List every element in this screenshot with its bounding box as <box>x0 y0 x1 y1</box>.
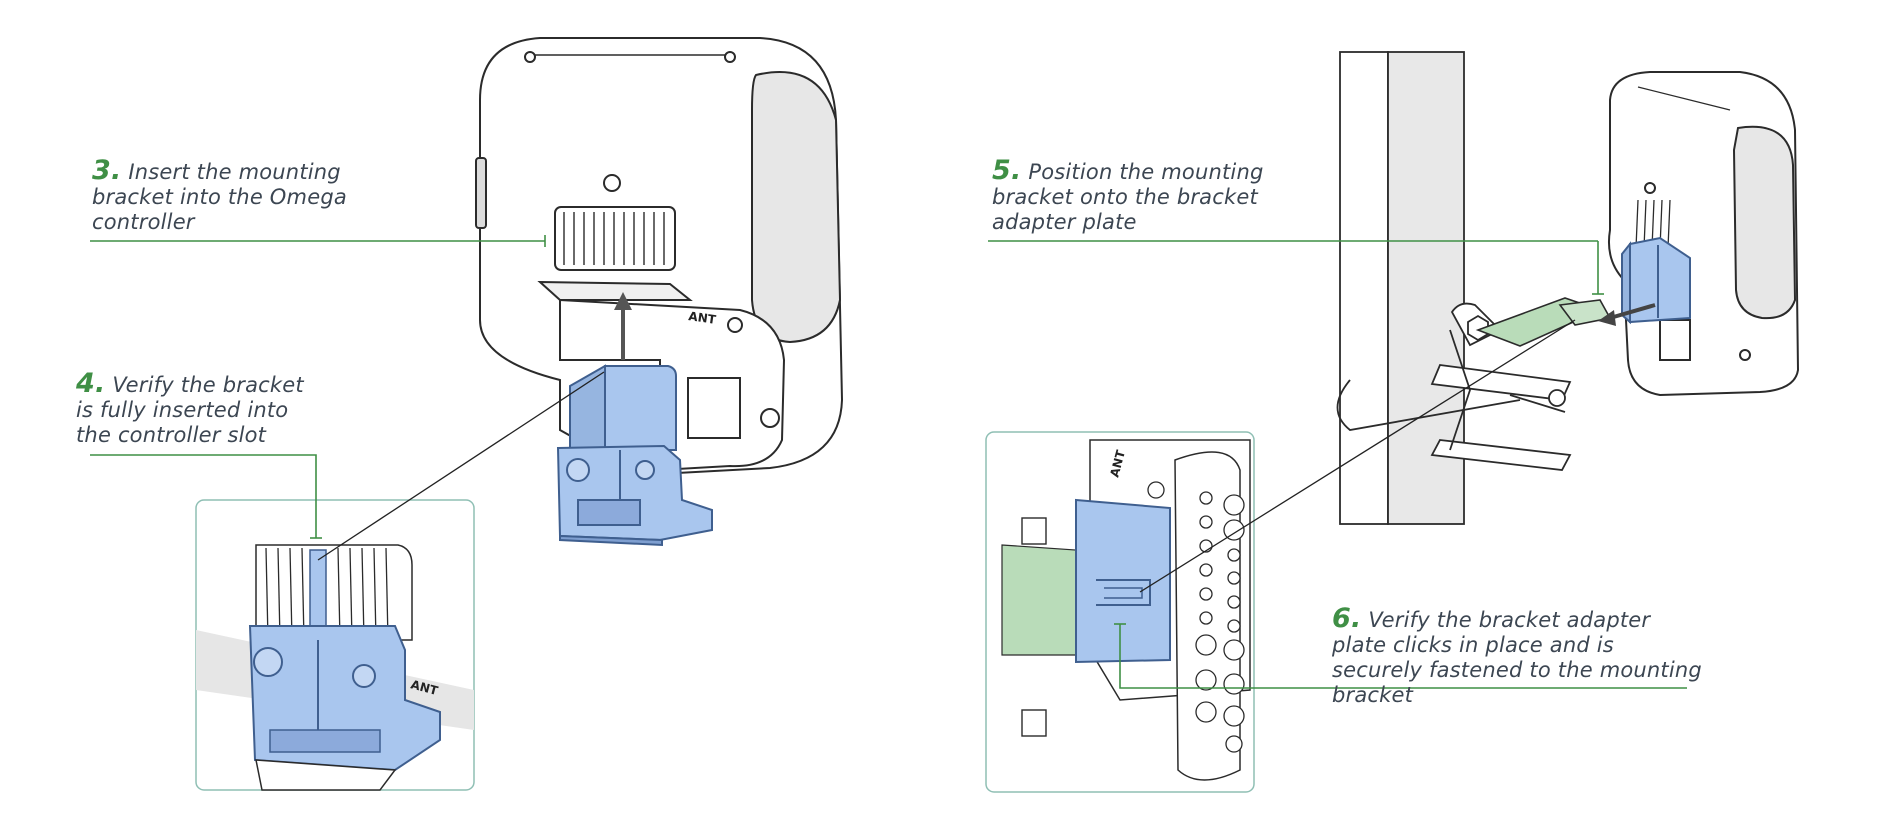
ant-label-left: ANT <box>688 309 718 327</box>
insert-arrow <box>614 292 632 360</box>
callout-lines-left <box>90 235 546 539</box>
pole-clamp <box>1336 302 1572 471</box>
mounting-bracket-left <box>556 364 713 547</box>
step-3-caption: 3. Insert the mounting bracket into the … <box>92 155 372 235</box>
omega-controller-right <box>1608 71 1800 397</box>
step-6-text: Verify the bracket adapter plate clicks … <box>1332 608 1702 707</box>
step-5-number: 5. <box>992 155 1022 186</box>
attach-arrow <box>1598 303 1656 326</box>
callout-lines-right <box>988 240 1687 689</box>
step-4-caption: 4. Verify the bracket is fully inserted … <box>76 368 326 448</box>
inset-detail-right <box>985 431 1255 793</box>
inset-link-line-right <box>1139 319 1576 593</box>
step-6-number: 6. <box>1332 603 1362 634</box>
bracket-adapter-plate <box>1475 297 1612 347</box>
step-3-number: 3. <box>92 155 122 186</box>
vent-slots-left <box>563 212 665 265</box>
step-5-caption: 5. Position the mounting bracket onto th… <box>992 155 1292 235</box>
step-4-text: Verify the bracket is fully inserted int… <box>76 373 304 447</box>
inset-link-line-left <box>317 371 605 561</box>
mounting-bracket-right <box>1621 236 1691 325</box>
step-3-text: Insert the mounting bracket into the Ome… <box>92 160 347 234</box>
inset-detail-left <box>195 499 475 791</box>
step-6-caption: 6. Verify the bracket adapter plate clic… <box>1332 603 1702 708</box>
step-5-text: Position the mounting bracket onto the b… <box>992 160 1264 234</box>
step-4-number: 4. <box>76 368 106 399</box>
